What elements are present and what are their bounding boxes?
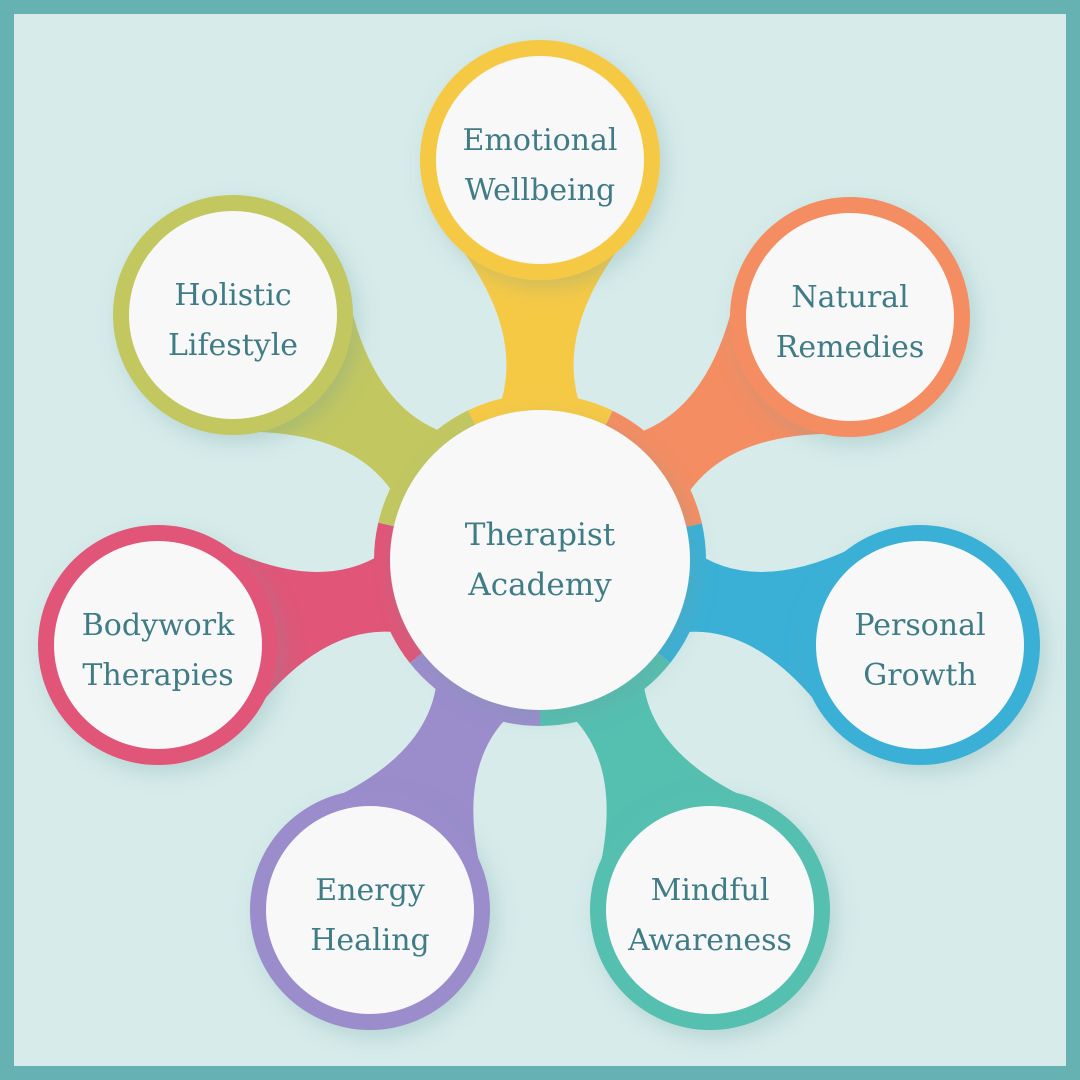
center-label-line: Therapist [465, 517, 616, 553]
node-label-line: Natural [791, 280, 908, 315]
node-circle [816, 541, 1024, 749]
node-label-line: Personal [854, 608, 985, 643]
node-label-line: Holistic [174, 278, 291, 313]
node-label-line: Remedies [776, 330, 925, 365]
center-circle [390, 410, 690, 710]
node-circle [266, 806, 474, 1014]
node-label-line: Emotional [463, 123, 618, 158]
node-label-line: Bodywork [82, 608, 235, 643]
node-label-line: Awareness [627, 923, 792, 958]
node-circle [746, 213, 954, 421]
node-circle [606, 806, 814, 1014]
node-label-line: Energy [315, 873, 425, 908]
node-label-line: Healing [310, 923, 430, 958]
connector-holistic-lifestyle [250, 305, 456, 506]
node-label-line: Wellbeing [465, 173, 615, 208]
node-circle [54, 541, 262, 749]
node-label-line: Mindful [651, 873, 770, 908]
node-circle [129, 211, 337, 419]
connector-natural-remedies [625, 306, 832, 507]
node-label-line: Growth [863, 658, 976, 693]
center-label-line: Academy [467, 567, 612, 603]
node-label-line: Lifestyle [168, 328, 298, 363]
node-label-line: Therapies [82, 658, 233, 693]
connector-emotional-wellbeing [459, 246, 621, 417]
node-circle [436, 56, 644, 264]
